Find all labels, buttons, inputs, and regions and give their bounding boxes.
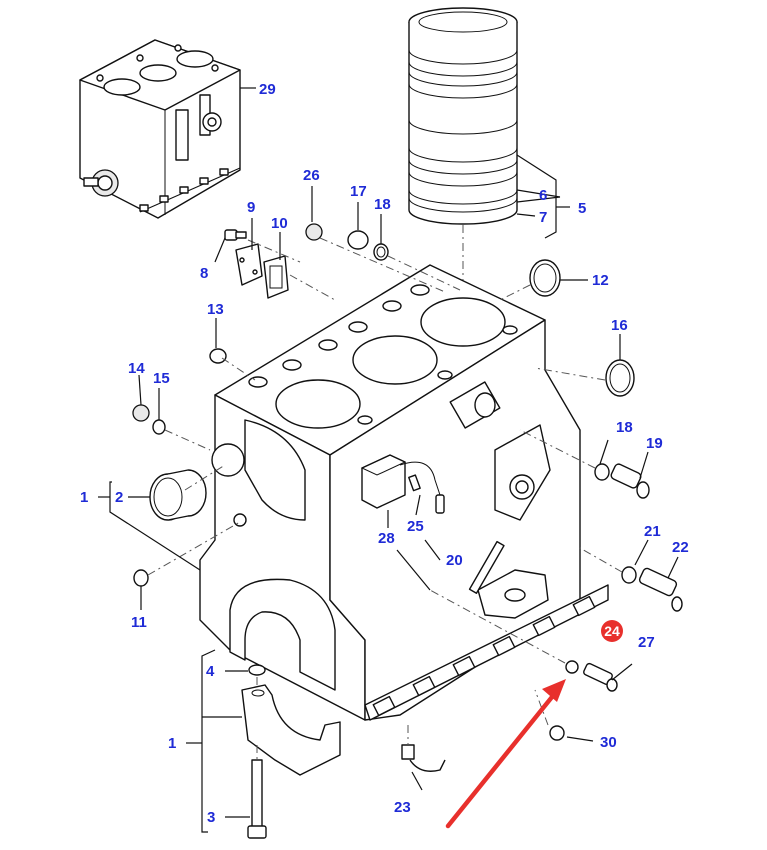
callout-13[interactable]: 13 [207, 301, 224, 318]
callout-26[interactable]: 26 [303, 167, 320, 184]
callout-27[interactable]: 27 [638, 634, 655, 651]
assembly-lines [147, 237, 623, 760]
callout-17[interactable]: 17 [350, 183, 367, 200]
cylinder-block [199, 264, 609, 721]
callout-5[interactable]: 5 [578, 200, 586, 217]
callout-labels: 29 5 6 7 26 17 18 9 10 8 12 13 16 14 15 … [80, 81, 689, 826]
callout-30[interactable]: 30 [600, 734, 617, 751]
callout-14[interactable]: 14 [128, 360, 145, 377]
callout-21[interactable]: 21 [644, 523, 661, 540]
callout-15[interactable]: 15 [153, 370, 170, 387]
callout-4[interactable]: 4 [206, 663, 215, 680]
callout-3[interactable]: 3 [207, 809, 215, 826]
callout-10[interactable]: 10 [271, 215, 288, 232]
callout-23[interactable]: 23 [394, 799, 411, 816]
callout-25[interactable]: 25 [407, 518, 424, 535]
callout-16[interactable]: 16 [611, 317, 628, 334]
callout-11[interactable]: 11 [131, 614, 147, 631]
callout-20[interactable]: 20 [446, 552, 463, 569]
callout-18[interactable]: 18 [374, 196, 391, 213]
callout-12[interactable]: 12 [592, 272, 609, 289]
callout-19[interactable]: 19 [646, 435, 663, 452]
leader-lines [98, 87, 679, 833]
callout-1b[interactable]: 1 [168, 735, 176, 752]
callout-18b[interactable]: 18 [616, 419, 633, 436]
callout-28[interactable]: 28 [378, 530, 395, 547]
short-block-thumbnail [79, 39, 241, 219]
highlight-arrow [445, 679, 566, 829]
callout-6[interactable]: 6 [539, 187, 547, 204]
callout-1a[interactable]: 1 [80, 489, 88, 506]
callout-24-badge[interactable]: 24 [601, 620, 623, 642]
callout-29[interactable]: 29 [259, 81, 276, 98]
highlight-badge [601, 620, 623, 642]
callout-8[interactable]: 8 [200, 265, 208, 282]
sensor-module [360, 454, 445, 514]
cylinder-liner [408, 7, 518, 345]
callout-2[interactable]: 2 [115, 489, 123, 506]
callout-24: 24 [604, 623, 620, 639]
callout-9[interactable]: 9 [247, 199, 255, 216]
callout-22[interactable]: 22 [672, 539, 689, 556]
callout-7[interactable]: 7 [539, 209, 547, 226]
small-parts [132, 223, 683, 839]
